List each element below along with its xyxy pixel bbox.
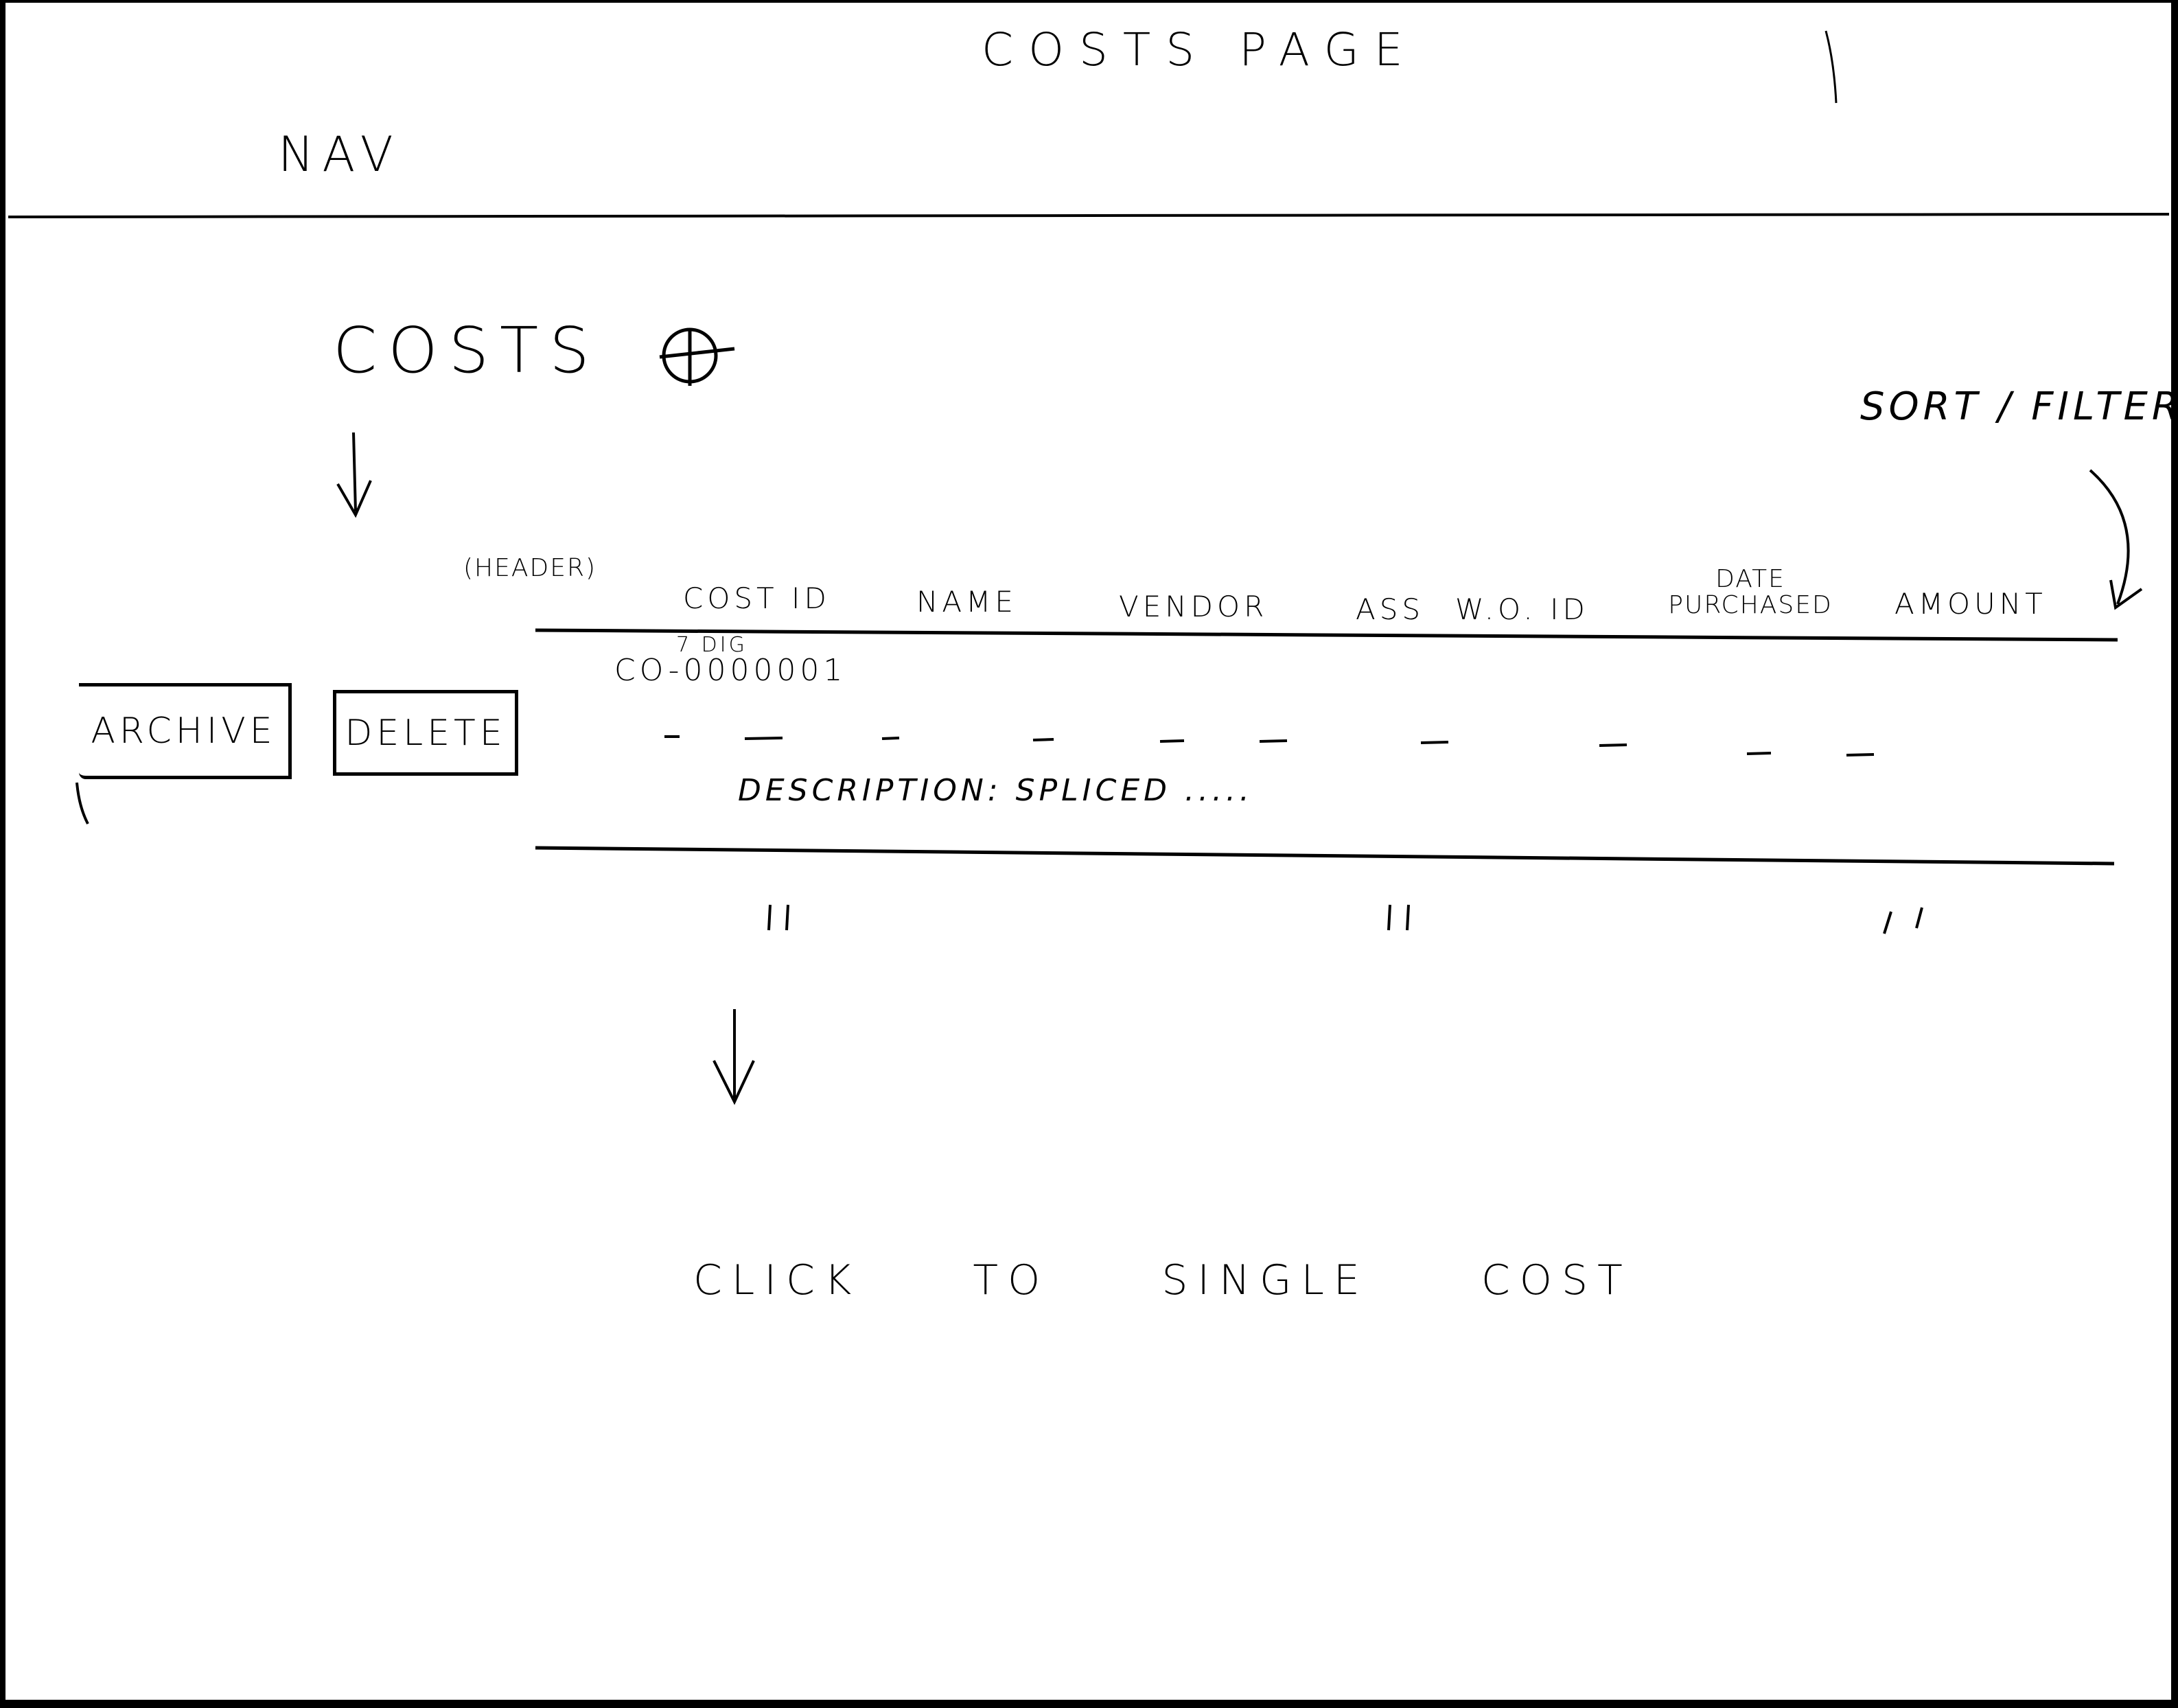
page-title: COSTS PAGE: [982, 23, 1418, 76]
header-note: (HEADER): [463, 554, 597, 582]
footer-word: SINGLE: [1161, 1256, 1369, 1304]
nav-divider: [8, 213, 2170, 218]
nav-placeholder[interactable]: NAV: [278, 126, 402, 183]
down-arrow-icon: [713, 1009, 755, 1105]
column-header-name[interactable]: NAME: [916, 585, 1017, 619]
cost-id-cell[interactable]: CO-0000001: [614, 653, 847, 688]
footer-word: COST: [1481, 1256, 1632, 1304]
column-header-ass[interactable]: ASS: [1356, 592, 1425, 626]
curved-arrow-icon: [2089, 469, 2143, 610]
description-value: SPLICED .....: [1015, 773, 1253, 808]
ditto-marks: [767, 904, 1923, 934]
description-label: DESCRIPTION:: [738, 773, 1002, 808]
costs-heading: COSTS: [333, 314, 601, 387]
archive-arrow-icon: [76, 782, 89, 824]
down-arrow-icon: [336, 432, 372, 518]
row-divider: [535, 846, 2115, 866]
column-header-cost-id[interactable]: COST ID: [683, 581, 831, 615]
header-underline: [535, 628, 2118, 642]
column-header-vendor[interactable]: VENDOR: [1119, 590, 1268, 623]
column-header-amount[interactable]: AMOUNT: [1895, 587, 2047, 621]
description-line: DESCRIPTION: SPLICED .....: [738, 776, 1253, 806]
plus-circle-icon: [659, 327, 735, 386]
footer-word: TO: [973, 1256, 1050, 1304]
footer-word: CLICK: [693, 1256, 861, 1304]
column-header-wo-id[interactable]: W.O. ID: [1455, 592, 1589, 626]
click-to-single-cost-note: CLICK TO SINGLE COST: [693, 1260, 1722, 1301]
sort-filter-control[interactable]: SORT / FILTER: [1860, 384, 2178, 429]
archive-button[interactable]: ARCHIVE: [79, 683, 292, 779]
row-placeholder-values: [664, 735, 1875, 757]
add-cost-button[interactable]: [656, 323, 738, 391]
column-header-date-purchased[interactable]: DATE PURCHASED: [1668, 565, 1833, 619]
delete-button[interactable]: DELETE: [333, 690, 518, 776]
id-digits-note: 7 DIG: [676, 633, 748, 657]
stray-mark: [1824, 30, 1838, 104]
